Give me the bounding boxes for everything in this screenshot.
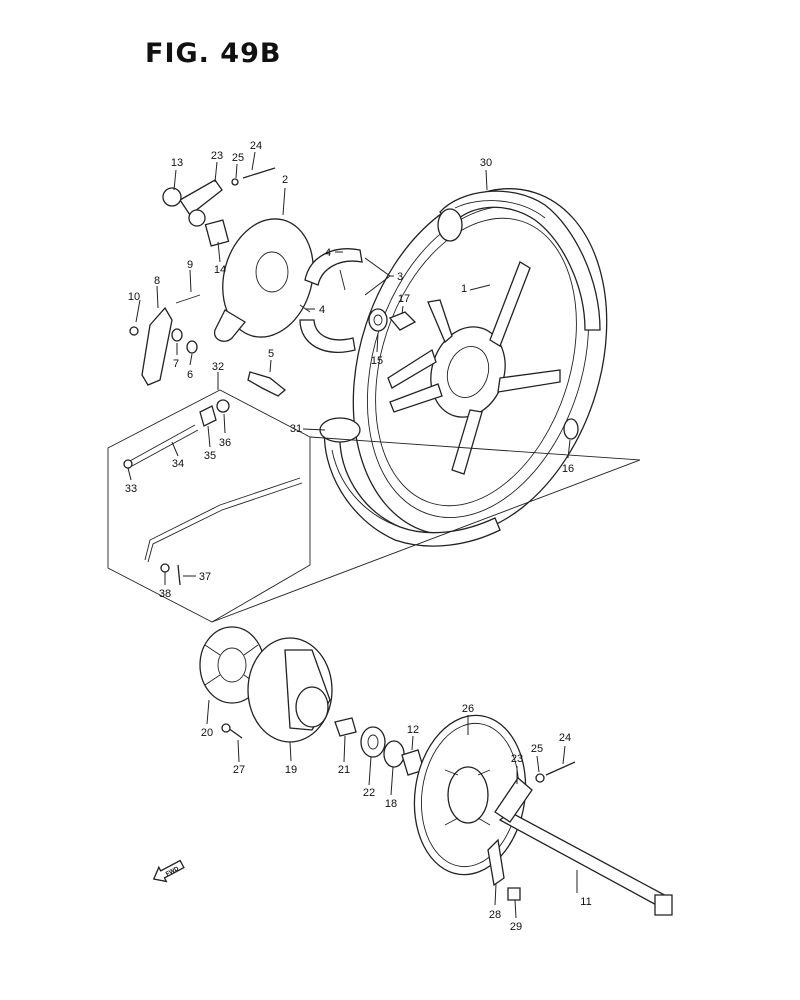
camshaft-lever-parts — [129, 167, 287, 397]
callout-22: 22 — [363, 787, 375, 799]
callout-16: 16 — [562, 463, 574, 475]
brake-shoes — [299, 248, 363, 354]
fwd-arrow-icon: FWD — [152, 859, 185, 883]
callout-25-lower: 25 — [531, 743, 543, 755]
callout-10: 10 — [128, 291, 140, 303]
callout-15: 15 — [371, 355, 383, 367]
callout-26: 26 — [462, 703, 474, 715]
callout-21: 21 — [338, 764, 350, 776]
callout-23-upper: 23 — [211, 150, 223, 162]
callout-12: 12 — [407, 724, 419, 736]
callout-19: 19 — [285, 764, 297, 776]
callout-2: 2 — [282, 174, 288, 186]
callout-37: 37 — [199, 571, 211, 583]
callout-6: 6 — [187, 369, 193, 381]
rear-tire-section-upper — [437, 190, 601, 331]
axle-and-adjuster — [487, 761, 673, 916]
callout-24-lower: 24 — [559, 732, 571, 744]
callout-leaders — [127, 151, 578, 919]
callout-14: 14 — [214, 264, 226, 276]
callout-30: 30 — [480, 157, 492, 169]
rear-wheel-rim — [352, 188, 608, 536]
callout-35: 35 — [204, 450, 216, 462]
callout-32: 32 — [212, 361, 224, 373]
callout-1: 1 — [461, 283, 467, 295]
hub-bearings-and-spacers — [221, 717, 425, 776]
figure-title: FIG. 49B — [145, 38, 282, 69]
callout-4-lower: 4 — [319, 304, 325, 316]
brake-panel — [213, 218, 314, 342]
callout-17: 17 — [398, 293, 410, 305]
callout-9: 9 — [187, 259, 193, 271]
callout-labels: 13 23 25 24 2 30 14 9 8 10 3 4 4 17 1 7 … — [125, 140, 592, 933]
callout-7: 7 — [173, 358, 179, 370]
callout-4-upper: 4 — [325, 247, 331, 259]
callout-29: 29 — [510, 921, 522, 933]
callout-38: 38 — [159, 588, 171, 600]
rear-sprocket — [413, 714, 527, 876]
callout-18: 18 — [385, 798, 397, 810]
callout-5: 5 — [268, 348, 274, 360]
callout-13: 13 — [171, 157, 183, 169]
callout-3: 3 — [397, 271, 403, 283]
callout-25-upper: 25 — [232, 152, 244, 164]
callout-28: 28 — [489, 909, 501, 921]
callout-33: 33 — [125, 483, 137, 495]
callout-31: 31 — [290, 423, 302, 435]
callout-24-upper: 24 — [250, 140, 262, 152]
callout-36: 36 — [219, 437, 231, 449]
callout-27: 27 — [233, 764, 245, 776]
bearing-and-spacer — [368, 308, 579, 440]
callout-8: 8 — [154, 275, 160, 287]
callout-11: 11 — [580, 896, 591, 908]
brake-rod-assembly — [107, 389, 641, 623]
callout-20: 20 — [201, 727, 213, 739]
callout-23-lower: 23 — [511, 753, 523, 765]
rear-wheel-drum — [247, 637, 333, 743]
callout-34: 34 — [172, 458, 184, 470]
